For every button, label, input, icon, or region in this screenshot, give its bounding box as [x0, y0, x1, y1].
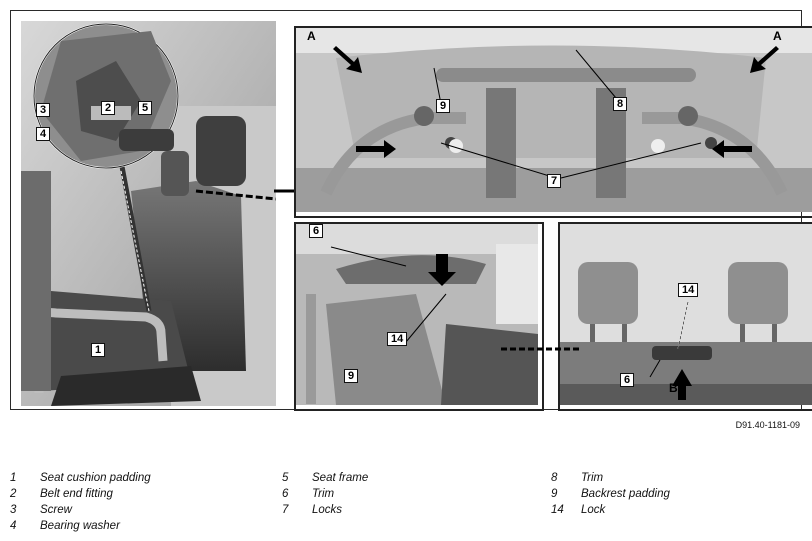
callout-4: 4 — [36, 127, 51, 141]
figure-frame: 1 2 3 4 5 6 6 7 8 9 9 14 14 A A B — [10, 10, 812, 411]
callout-5: 5 — [138, 101, 153, 115]
view-letter-a-left: A — [307, 29, 316, 43]
panel-connectors — [274, 189, 581, 351]
callout-1: 1 — [91, 343, 106, 357]
callout-9-top: 9 — [436, 99, 451, 113]
callout-7: 7 — [547, 174, 562, 188]
callout-8: 8 — [613, 97, 628, 111]
callout-6-mid: 6 — [309, 224, 324, 238]
callout-14-right: 14 — [678, 283, 699, 297]
callout-6-right: 6 — [620, 373, 635, 387]
rear-view-lock-photo — [558, 222, 812, 411]
backrest-frame-photo — [294, 26, 812, 218]
callout-2: 2 — [101, 101, 116, 115]
seat-overview-photo — [21, 21, 276, 406]
callout-3: 3 — [36, 103, 51, 117]
callout-14-mid: 14 — [387, 332, 408, 346]
view-letter-b: B — [669, 381, 678, 395]
document-id: D91.40-1181-09 — [735, 420, 800, 430]
view-letter-a-right: A — [773, 29, 782, 43]
callout-9-mid: 9 — [344, 369, 359, 383]
